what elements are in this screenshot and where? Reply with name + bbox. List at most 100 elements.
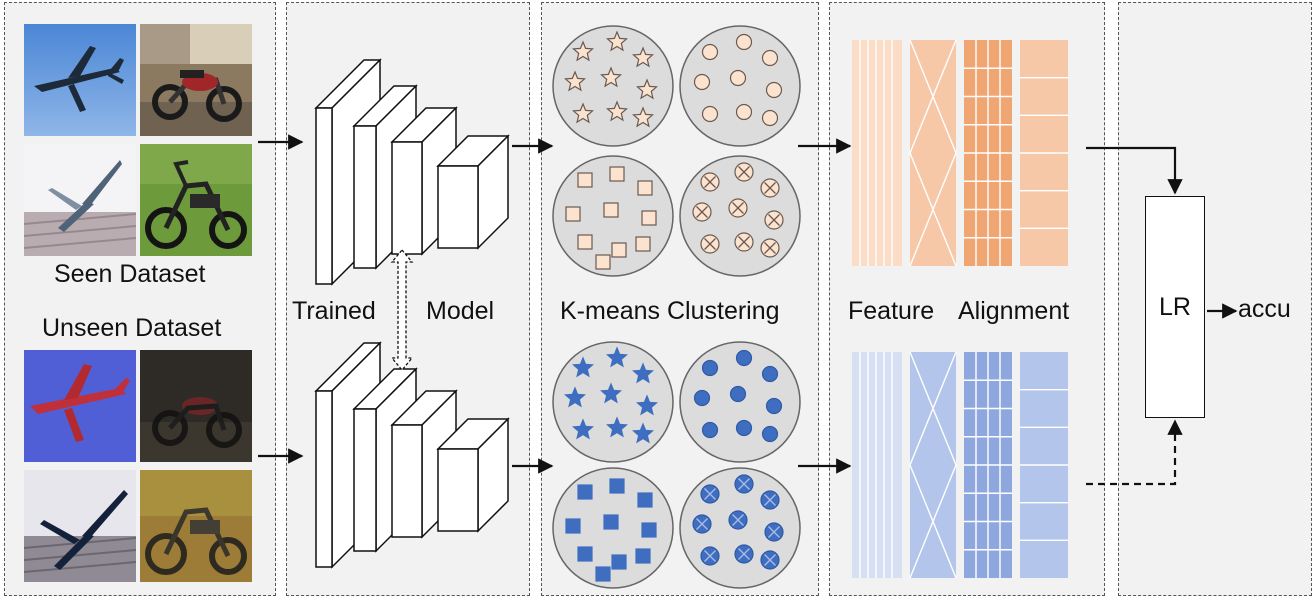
star-marker — [572, 356, 594, 378]
circle-marker — [761, 365, 779, 383]
motorcycle-icon — [152, 397, 242, 448]
circle-marker — [735, 103, 753, 121]
star-marker — [572, 40, 594, 62]
cnn-model-seen — [314, 58, 510, 286]
star-marker — [606, 416, 628, 438]
unseen-image-motorcycle — [140, 350, 252, 462]
bird-icon — [40, 490, 128, 570]
seen-image-airplane — [24, 24, 136, 136]
circle-marker — [701, 359, 719, 377]
feature-column-stripes — [852, 352, 902, 578]
square-marker — [637, 180, 653, 196]
feature-column-stripes — [852, 40, 902, 266]
cluster-unseen-circle-filled — [679, 341, 801, 463]
cnn-model-unseen — [314, 341, 510, 569]
trained-label: Trained — [292, 297, 376, 325]
square-marker — [565, 206, 581, 222]
feature-column-cross — [909, 39, 957, 267]
circle-marker — [735, 349, 753, 367]
unseen-image-bird — [24, 470, 136, 582]
model-link-double-arrow — [390, 248, 414, 372]
star-marker — [632, 46, 654, 68]
square-marker — [577, 172, 593, 188]
square-marker — [641, 210, 657, 226]
square-marker — [577, 546, 593, 562]
square-marker — [565, 518, 581, 534]
circle-marker — [765, 397, 783, 415]
circle-marker — [761, 425, 779, 443]
feature-column-grid — [964, 352, 1012, 578]
circle-marker — [701, 421, 719, 439]
circle-marker — [729, 385, 747, 403]
square-marker — [641, 522, 657, 538]
seen-image-bird — [24, 144, 136, 256]
lr-label: LR — [1159, 292, 1191, 321]
unseen-image-airplane — [24, 350, 136, 462]
circle-marker — [693, 389, 711, 407]
square-marker — [577, 234, 593, 250]
motorcycle-icon — [152, 70, 242, 122]
square-marker — [611, 242, 627, 258]
alignment-label: Alignment — [958, 297, 1070, 325]
circle-marker — [701, 43, 719, 61]
feature-column-bands — [1020, 352, 1068, 578]
star-marker — [572, 102, 594, 124]
arrow-unseen-features-to-lr — [1086, 419, 1183, 486]
star-marker — [564, 70, 586, 92]
feature-label: Feature — [848, 297, 935, 325]
square-marker — [611, 554, 627, 570]
feature-column-grid — [964, 40, 1012, 266]
circle-marker — [765, 81, 783, 99]
cluster-seen-star-outline — [552, 25, 674, 147]
moped-icon — [145, 160, 247, 249]
seen-image-motorcycle — [140, 24, 252, 136]
square-marker — [609, 166, 625, 182]
unseen-dataset-label: Unseen Dataset — [42, 314, 222, 342]
star-marker — [606, 100, 628, 122]
cluster-unseen-square-filled — [552, 467, 674, 589]
unseen-image-moped — [140, 470, 252, 582]
star-marker — [632, 422, 654, 444]
feature-set-seen — [852, 39, 1068, 267]
circle-marker — [761, 109, 779, 127]
square-marker — [603, 202, 619, 218]
square-marker — [577, 484, 593, 500]
star-marker — [632, 106, 654, 128]
square-marker — [595, 254, 611, 270]
kmeans-clustering-label: K-means Clustering — [560, 297, 780, 325]
moped-icon — [145, 507, 247, 575]
airplane-icon — [30, 364, 130, 442]
square-marker — [635, 236, 651, 252]
feature-column-bands — [1020, 40, 1068, 266]
accu-label: accu — [1238, 295, 1291, 323]
lr-classifier-box: LR — [1145, 196, 1205, 418]
feature-column-cross — [909, 351, 957, 579]
circle-marker — [761, 49, 779, 67]
cluster-seen-circle-outline — [679, 25, 801, 147]
star-marker — [606, 30, 628, 52]
circle-marker — [735, 419, 753, 437]
bird-icon — [48, 160, 122, 232]
square-marker — [595, 566, 611, 582]
seen-image-moped — [140, 144, 252, 256]
star-marker — [572, 418, 594, 440]
cluster-seen-square-outline — [552, 155, 674, 277]
circle-marker — [729, 69, 747, 87]
star-marker — [606, 346, 628, 368]
cluster-seen-circle-cross-outline — [679, 155, 801, 277]
star-marker — [636, 394, 658, 416]
star-marker — [600, 382, 622, 404]
square-marker — [603, 514, 619, 530]
star-marker — [632, 362, 654, 384]
square-marker — [637, 492, 653, 508]
circle-marker — [701, 105, 719, 123]
cnn-layer-4 — [436, 417, 510, 533]
circle-marker — [735, 33, 753, 51]
arrow-seen-features-to-lr — [1086, 146, 1183, 195]
star-marker — [636, 78, 658, 100]
cluster-unseen-star-filled — [552, 341, 674, 463]
seen-dataset-label: Seen Dataset — [54, 260, 206, 288]
airplane-icon — [34, 46, 124, 112]
circle-marker — [693, 73, 711, 91]
